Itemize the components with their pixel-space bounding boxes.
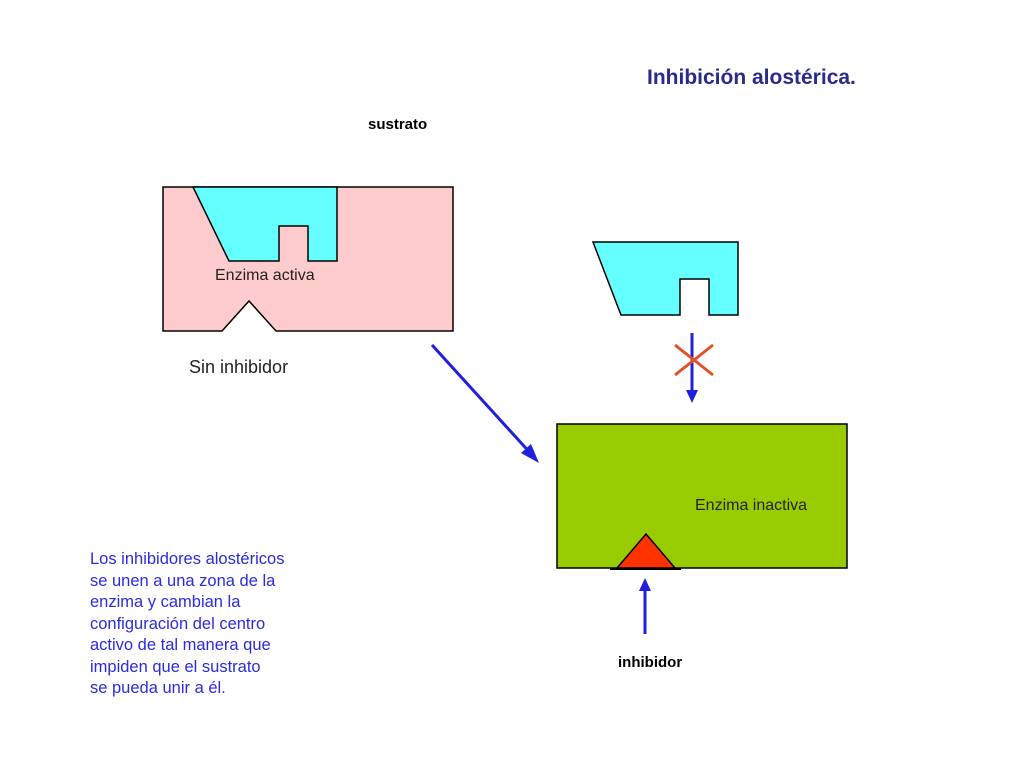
inactive-enzyme-shape	[556, 423, 848, 569]
substrate-binding-arrow	[686, 333, 698, 403]
active-enzyme-label: Enzima activa	[215, 267, 315, 284]
no-inhibitor-label: Sin inhibidor	[189, 357, 289, 377]
description-line: se pueda unir a él.	[90, 679, 226, 697]
description-line: Los inhibidores alostéricos	[90, 550, 285, 568]
inhibitor-label: inhibidor	[618, 654, 683, 671]
bound-substrate-shape	[191, 186, 338, 262]
page-title: Inhibición alostérica.	[647, 66, 856, 89]
transition-arrow	[430, 343, 539, 463]
description-line: impiden que el sustrato	[90, 657, 261, 676]
inhibitor-arrow	[639, 578, 651, 634]
description-line: enzima y cambian la	[90, 593, 241, 611]
inhibitor-shape	[615, 532, 677, 569]
description-line: se unen a una zona de la	[90, 571, 276, 590]
inactive-enzyme-label: Enzima inactiva	[695, 497, 808, 514]
blocked-cross-icon	[674, 343, 714, 377]
description-line: configuración del centro	[90, 614, 266, 633]
free-substrate-shape	[591, 241, 739, 316]
substrate-label: sustrato	[368, 116, 428, 133]
description-text: Los inhibidores alostéricos se unen a un…	[90, 549, 360, 700]
description-line: activo de tal manera que	[90, 636, 271, 654]
